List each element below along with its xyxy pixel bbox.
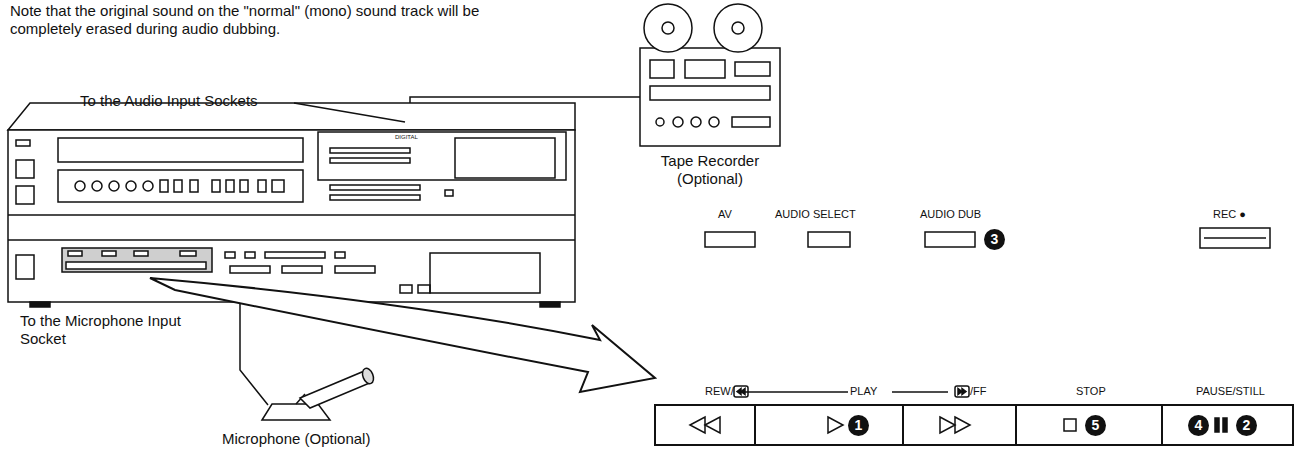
button-label: AUDIO DUB — [920, 208, 981, 221]
button-label: REC ● — [1213, 208, 1246, 221]
callout-number: 5 — [1085, 415, 1106, 436]
button-label: REW/ — [705, 385, 734, 398]
callout-number: 2 — [1236, 415, 1257, 436]
button-label: PLAY — [850, 385, 877, 398]
connection-label: To the Audio Input Sockets — [80, 92, 258, 110]
callout-number: 1 — [848, 415, 869, 436]
part-label: Tape Recorder (Optional) — [655, 152, 765, 188]
button-label: STOP — [1076, 385, 1106, 398]
callout-number: 4 — [1188, 415, 1209, 436]
button-label: PAUSE/STILL — [1196, 385, 1265, 398]
button-label: AUDIO SELECT — [775, 208, 856, 221]
part-label: Microphone (Optional) — [222, 430, 370, 448]
brand-label: DIGITAL — [395, 134, 418, 141]
note-text: Note that the original sound on the "nor… — [10, 2, 540, 38]
connection-label: To the Microphone Input Socket — [20, 312, 185, 348]
button-label: /FF — [970, 385, 987, 398]
button-label: AV — [718, 208, 732, 221]
callout-number: 3 — [984, 229, 1005, 250]
